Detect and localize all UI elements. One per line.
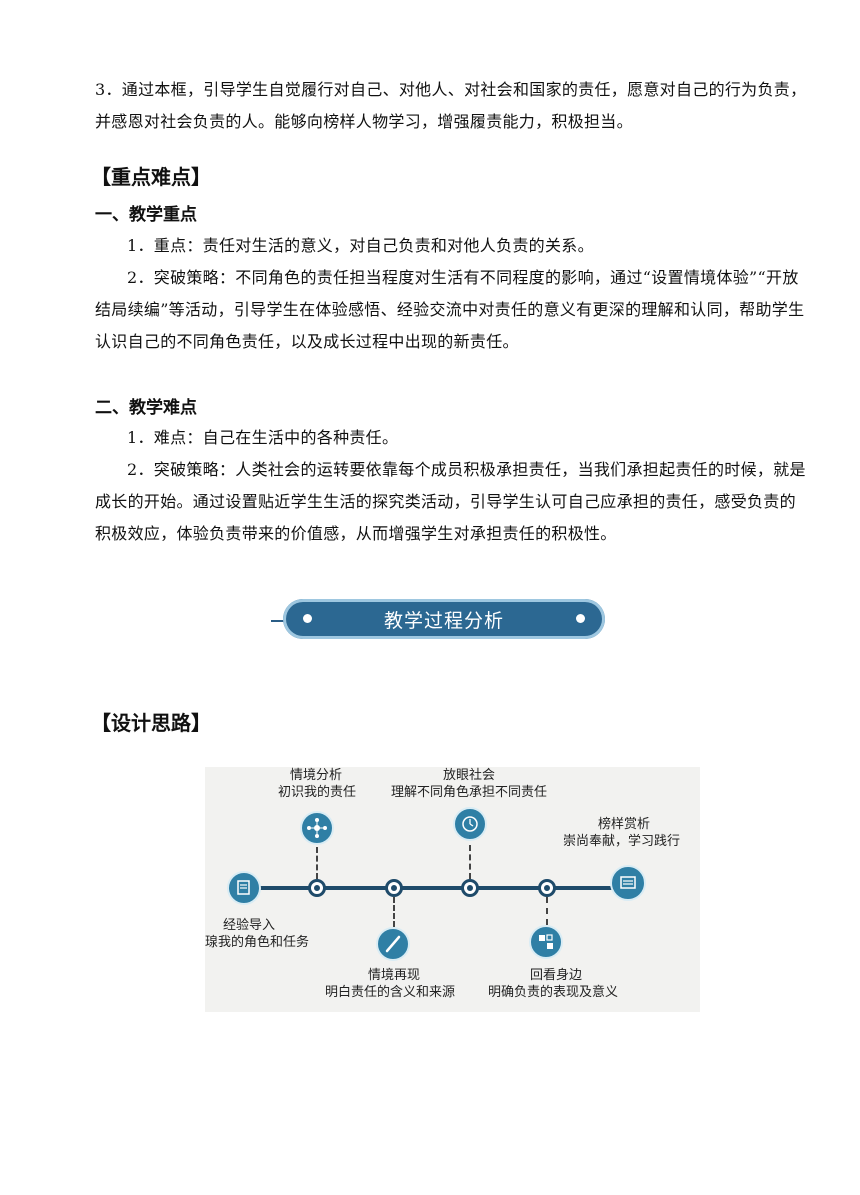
banner-connector	[271, 620, 285, 622]
step-4-title: 放眼社会	[443, 768, 496, 783]
key-points-heading: 【重点难点】	[91, 165, 211, 189]
step-6-subtitle: 崇尚奉献，学习践行	[563, 834, 681, 849]
pen-icon	[376, 927, 410, 961]
stem-2	[316, 847, 318, 879]
teaching-difficulty-item-2: 2．突破策略：人类社会的运转要依靠每个成员积极承担责任，当我们承担起责任的时候，…	[95, 460, 806, 543]
book-icon	[610, 865, 646, 901]
step-3-title: 情境再现	[368, 968, 421, 983]
teaching-focus-item-2: 2．突破策略：不同角色的责任担当程度对生活有不同程度的影响，通过“设置情境体验”…	[95, 268, 805, 351]
stem-4	[469, 845, 471, 879]
step-3-subtitle: 明白责任的含义和来源	[325, 985, 456, 1000]
section-banner: 教学过程分析	[283, 599, 605, 639]
step-5-subtitle: 明确负责的表现及意义	[488, 985, 619, 1000]
step-5-title: 回看身边	[530, 968, 583, 983]
design-flow-diagram: 经验导入 瑔我的角色和任务 情境分析 初识我的责任 情境再现 明白责任的含义和来…	[205, 767, 700, 1012]
timeline-node-4	[461, 879, 479, 897]
step-4-subtitle: 理解不同角色承担不同责任	[391, 785, 548, 800]
teaching-focus-heading: 一、教学重点	[95, 205, 197, 225]
timeline-node-3	[385, 879, 403, 897]
step-6-title: 榜样赏析	[598, 817, 651, 832]
stem-3	[393, 897, 395, 927]
timeline-node-2	[308, 879, 326, 897]
banner-title: 教学过程分析	[383, 610, 504, 632]
puzzle-icon	[529, 925, 563, 959]
design-heading: 【设计思路】	[91, 711, 211, 735]
teaching-difficulty-item-1: 1．难点：自己在生活中的各种责任。	[127, 428, 399, 447]
banner-dot-left	[303, 614, 312, 623]
step-1-title: 经验导入	[223, 918, 276, 933]
document-icon	[227, 871, 261, 905]
step-2-title: 情境分析	[290, 768, 343, 783]
objective-paragraph-3: 3．通过本框，引导学生自觉履行对自己、对他人、对社会和国家的责任，愿意对自己的行…	[95, 80, 807, 131]
teaching-focus-item-1: 1．重点：责任对生活的意义，对自己负责和对他人负责的关系。	[127, 236, 594, 255]
clock-icon	[453, 807, 487, 841]
step-1-subtitle: 瑔我的角色和任务	[205, 935, 310, 950]
teaching-difficulty-heading: 二、教学难点	[95, 398, 197, 418]
timeline-line	[250, 886, 622, 890]
step-2-subtitle: 初识我的责任	[278, 785, 357, 800]
timeline-node-5	[538, 879, 556, 897]
banner-dot-right	[576, 614, 585, 623]
network-icon	[300, 811, 334, 845]
stem-5	[546, 897, 548, 925]
